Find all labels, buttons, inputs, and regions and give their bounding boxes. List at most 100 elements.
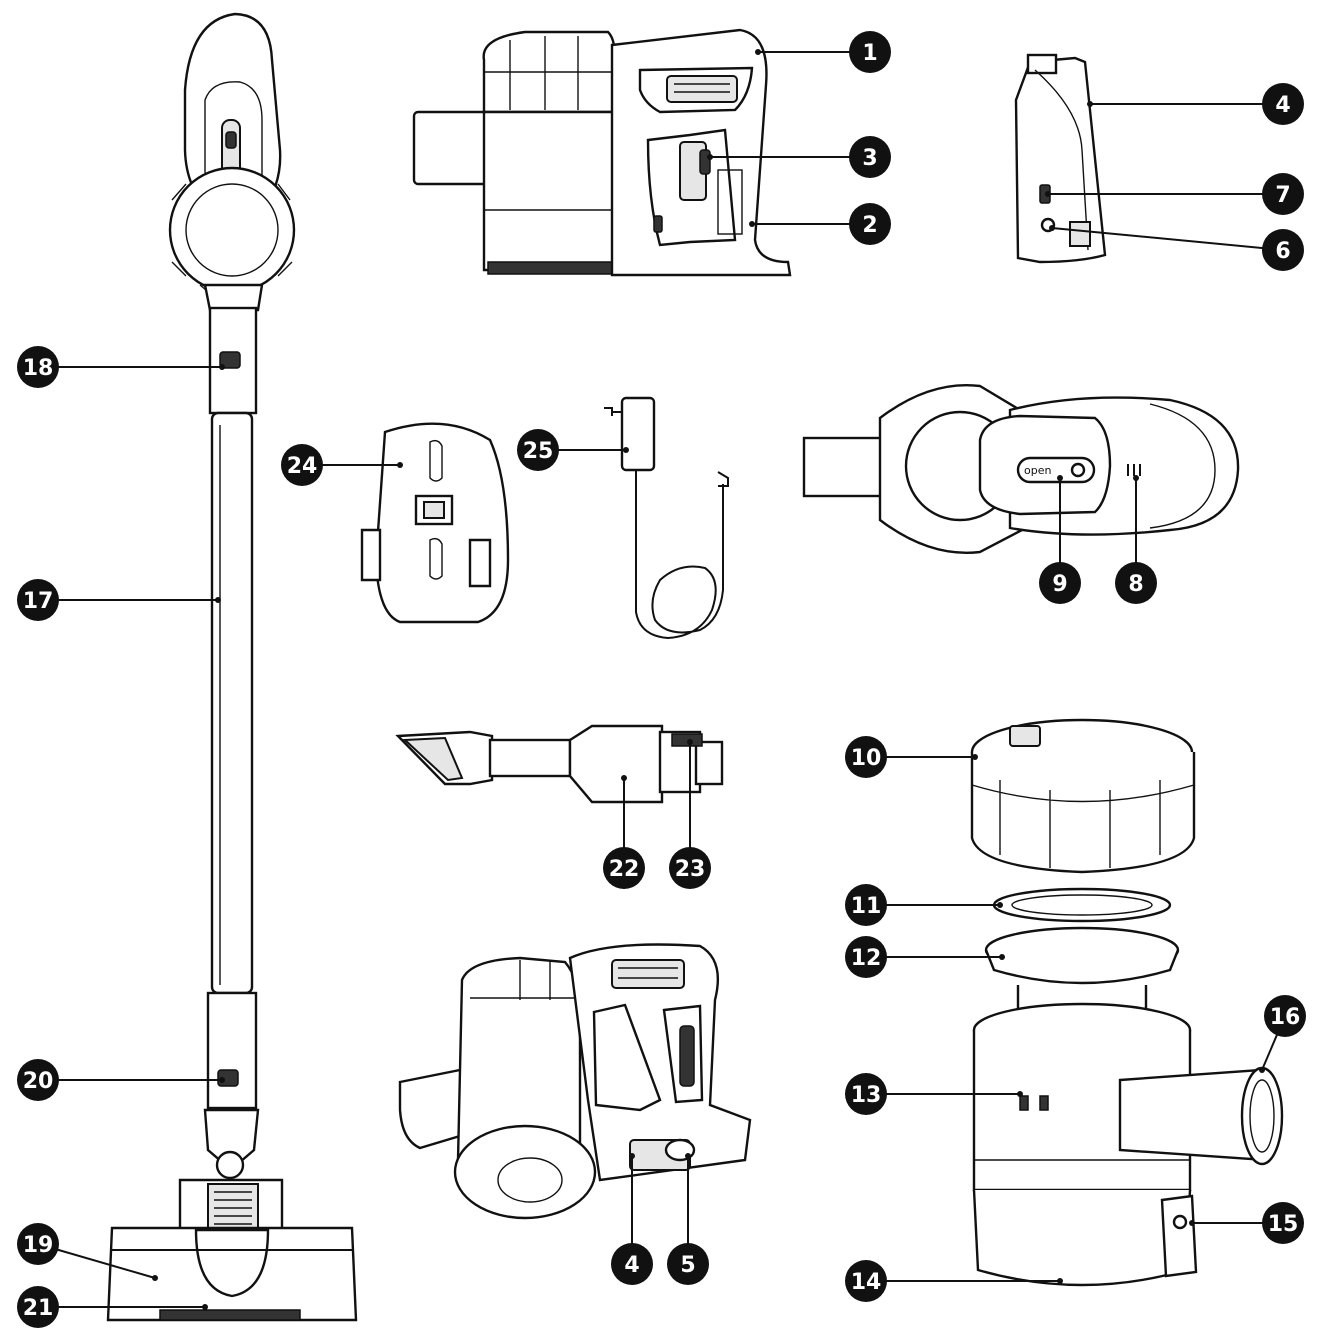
leader-dot-16 (1259, 1067, 1265, 1073)
callout-number: 20 (23, 1069, 54, 1094)
callout-number: 2 (862, 213, 877, 238)
callout-circle (1262, 1202, 1304, 1244)
leader-dot-4 (1087, 101, 1093, 107)
leader-dot-23 (687, 739, 693, 745)
crevice-tool (395, 724, 724, 804)
callout-badge-23: 23 (669, 847, 711, 889)
callout-badge-24: 24 (281, 444, 323, 486)
leader-dot-22 (621, 775, 627, 781)
callout-badge-20: 20 (17, 1059, 59, 1101)
leader-dot-11 (997, 902, 1003, 908)
callout-badge-16: 16 (1264, 995, 1306, 1037)
callout-number: 21 (23, 1296, 54, 1321)
leader-dot-4 (629, 1153, 635, 1159)
callout-number: 9 (1052, 572, 1067, 597)
stick-vacuum-assembly (106, 12, 358, 1322)
leader-dot-15 (1189, 1220, 1195, 1226)
callout-number: 12 (851, 946, 882, 971)
callout-circle (1264, 995, 1306, 1037)
leader-dot-24 (397, 462, 403, 468)
callout-badge-19: 19 (17, 1223, 59, 1265)
callout-circle (845, 884, 887, 926)
callout-number: 6 (1275, 239, 1290, 264)
callout-badge-5: 5 (667, 1243, 709, 1285)
callout-circle (603, 847, 645, 889)
callout-number: 16 (1270, 1005, 1301, 1030)
callout-badge-15: 15 (1262, 1202, 1304, 1244)
callout-badge-6: 6 (1262, 229, 1304, 271)
callout-badge-21: 21 (17, 1286, 59, 1328)
callout-badge-4: 4 (611, 1243, 653, 1285)
callout-circle (281, 444, 323, 486)
callout-badge-14: 14 (845, 1260, 887, 1302)
callout-number: 24 (287, 454, 318, 479)
callout-circle (1262, 173, 1304, 215)
leader-dot-8 (1133, 475, 1139, 481)
callout-number: 18 (23, 356, 54, 381)
callout-badge-4: 4 (1262, 83, 1304, 125)
callout-circle (849, 203, 891, 245)
leader-dot-7 (1045, 191, 1051, 197)
callout-number: 7 (1275, 183, 1290, 208)
callout-circle (1115, 562, 1157, 604)
callout-badge-8: 8 (1115, 562, 1157, 604)
callout-number: 4 (624, 1253, 639, 1278)
callout-number: 15 (1268, 1212, 1299, 1237)
leader-dot-2 (749, 221, 755, 227)
leader-dot-25 (623, 447, 629, 453)
leader-dot-6 (1049, 225, 1055, 231)
callout-number: 5 (680, 1253, 695, 1278)
leader-dot-13 (1017, 1091, 1023, 1097)
callout-badge-22: 22 (603, 847, 645, 889)
callout-badge-17: 17 (17, 579, 59, 621)
callout-badge-1: 1 (849, 31, 891, 73)
callout-circle (845, 1260, 887, 1302)
callout-number: 10 (851, 746, 882, 771)
callout-circle (17, 1286, 59, 1328)
callout-circle (17, 1223, 59, 1265)
leader-dot-3 (707, 154, 713, 160)
leader-dot-17 (215, 597, 221, 603)
callout-circle (17, 1059, 59, 1101)
leader-dot-20 (219, 1077, 225, 1083)
callout-badge-7: 7 (1262, 173, 1304, 215)
callout-circle (17, 346, 59, 388)
callout-circle (1262, 229, 1304, 271)
callout-circle (1262, 83, 1304, 125)
leader-dot-10 (972, 754, 978, 760)
leader-line-6 (1051, 227, 1284, 251)
handheld-angled-view (398, 943, 752, 1220)
battery-pack (1014, 53, 1107, 264)
handheld-unit (412, 28, 792, 277)
callout-number: 8 (1128, 572, 1143, 597)
callout-number: 25 (523, 439, 554, 464)
leader-dot-9 (1057, 475, 1063, 481)
callout-badge-25: 25 (517, 429, 559, 471)
callout-number: 14 (851, 1270, 882, 1295)
callout-circle (849, 31, 891, 73)
callout-number: 23 (675, 857, 706, 882)
leader-dot-14 (1057, 1278, 1063, 1284)
leader-dot-12 (999, 954, 1005, 960)
callout-badge-2: 2 (849, 203, 891, 245)
callout-circle (667, 1243, 709, 1285)
callout-number: 3 (862, 146, 877, 171)
callout-number: 17 (23, 589, 54, 614)
wall-mount (360, 422, 510, 624)
callout-badge-11: 11 (845, 884, 887, 926)
callout-circle (845, 936, 887, 978)
callout-number: 13 (851, 1083, 882, 1108)
callout-circle (845, 1073, 887, 1115)
callout-number: 4 (1275, 93, 1290, 118)
callout-number: 11 (851, 894, 882, 919)
callout-badge-18: 18 (17, 346, 59, 388)
callout-badge-12: 12 (845, 936, 887, 978)
callout-badge-3: 3 (849, 136, 891, 178)
callout-circle (17, 579, 59, 621)
callout-circle (845, 736, 887, 778)
callout-circle (611, 1243, 653, 1285)
callout-number: 1 (862, 41, 877, 66)
